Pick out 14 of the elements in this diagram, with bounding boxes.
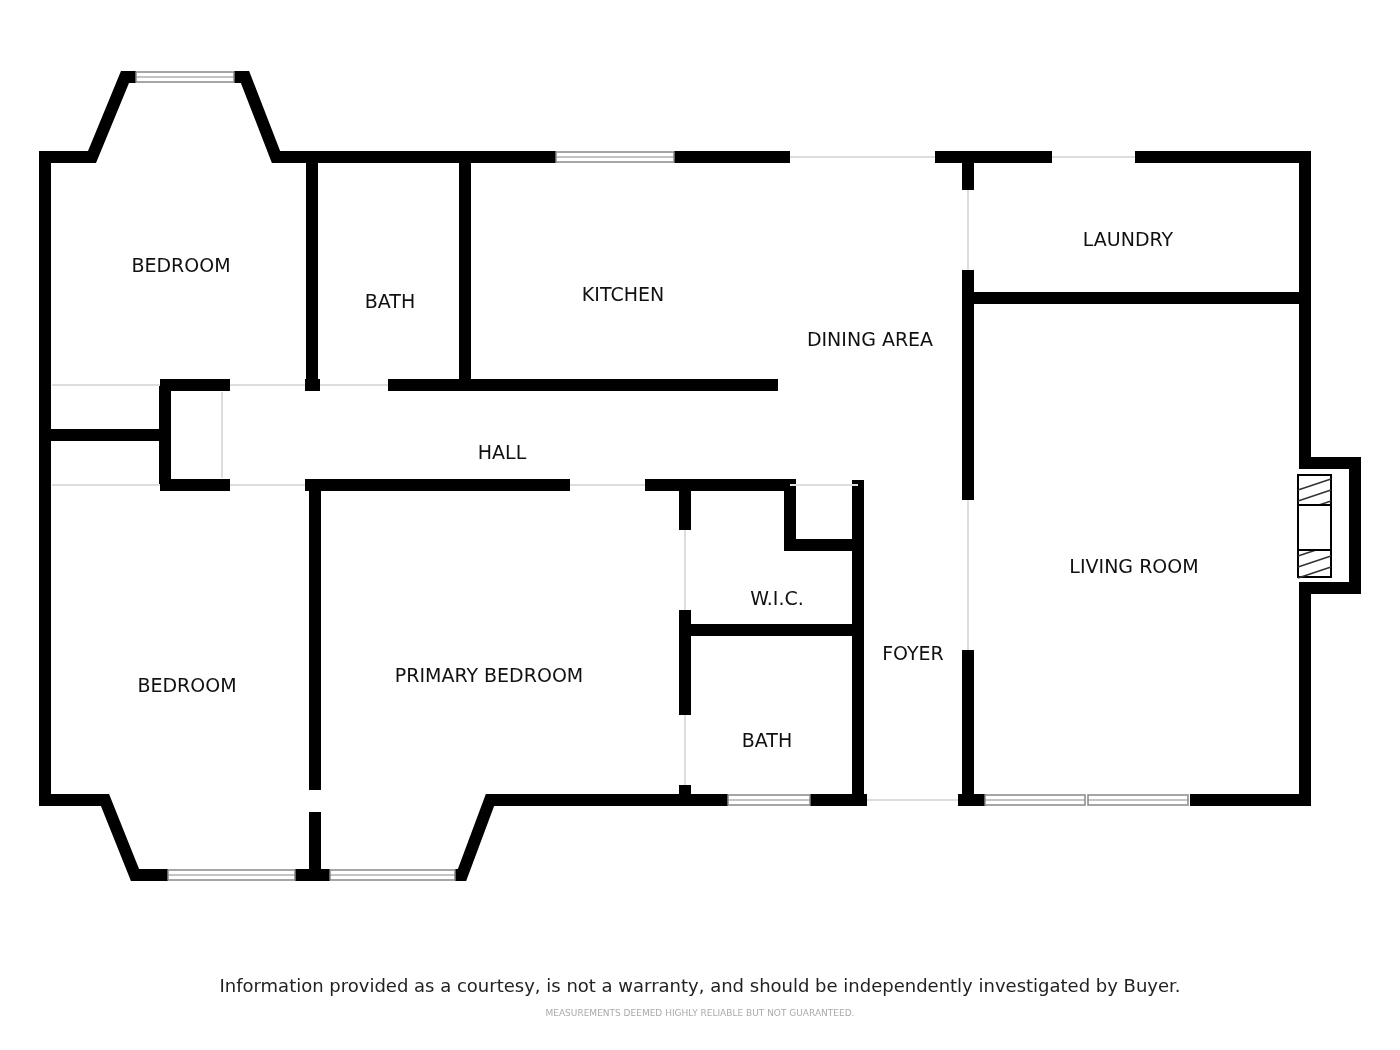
room-label: BATH	[364, 290, 416, 312]
room-label: BATH	[741, 729, 793, 751]
room-label: BEDROOM	[137, 674, 237, 696]
room-label: W.I.C.	[750, 587, 804, 609]
room-label: DINING AREA	[806, 328, 934, 350]
room-label: FOYER	[882, 642, 944, 664]
footnote-text: MEASUREMENTS DEEMED HIGHLY RELIABLE BUT NOT GUARANTEED.	[544, 1008, 856, 1018]
room-label: BEDROOM	[131, 254, 231, 276]
disclaimer-text: Information provided as a courtesy, is not a warranty, and should be independently investigated by Buyer.	[218, 975, 1182, 996]
room-label: KITCHEN	[581, 283, 665, 305]
room-label: LIVING ROOM	[1069, 555, 1199, 577]
room-label: LAUNDRY	[1082, 228, 1174, 250]
room-label: PRIMARY BEDROOM	[394, 664, 584, 686]
room-label: HALL	[477, 441, 527, 463]
